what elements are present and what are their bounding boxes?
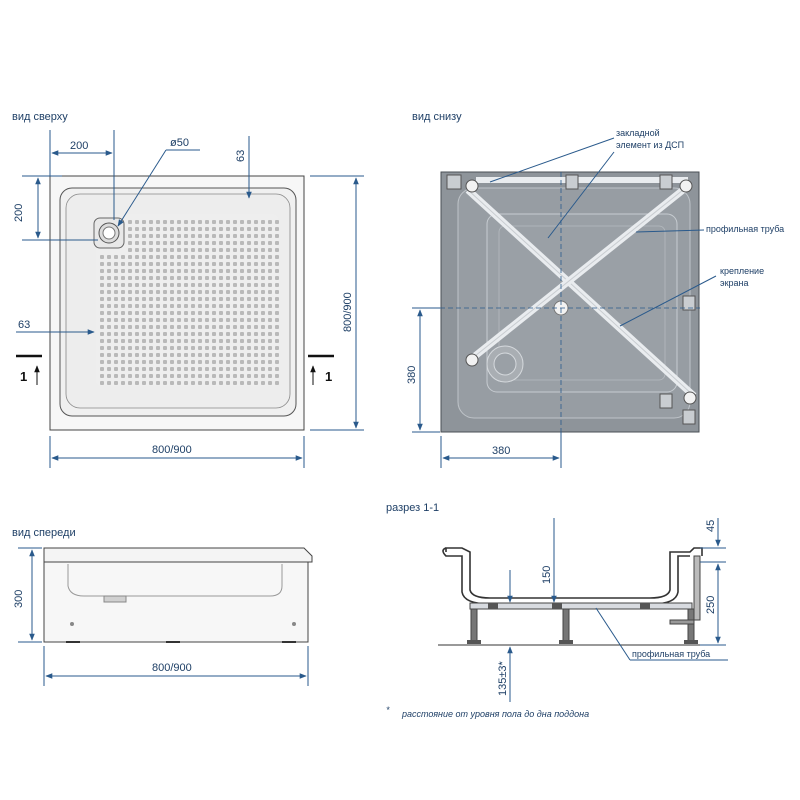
section-mark-left: 1 <box>20 369 27 384</box>
dim-drain-diameter: ø50 <box>170 137 189 149</box>
callout-mount-line2: экрана <box>720 278 749 288</box>
underside-inner <box>486 213 678 393</box>
dim-floor-135: 135±3* <box>497 660 509 696</box>
callout-profile-tube: профильная труба <box>706 224 784 234</box>
drain-hole <box>93 217 125 249</box>
dim-63-top: 63 <box>235 150 247 162</box>
footnote-text: расстояние от уровня пола до дна поддона <box>401 709 589 719</box>
dim-drain-offset-x: 200 <box>70 140 88 152</box>
section-view-title: разрез 1-1 <box>386 502 439 514</box>
section-view: разрез 1-1 45 250 <box>386 502 728 719</box>
adjustable-legs <box>467 608 698 644</box>
footnote-mark: * <box>386 705 390 715</box>
anti-slip-dots <box>100 220 279 385</box>
bottom-view: вид снизу <box>406 111 784 468</box>
profile-tube-frame <box>465 177 697 399</box>
dim-height-250: 250 <box>705 596 717 614</box>
tray-section-profile <box>445 547 703 599</box>
corner-feet <box>446 174 697 425</box>
dim-top-width: 800/900 <box>152 444 192 456</box>
section-profile-tube <box>469 602 693 610</box>
section-callout-profile-tube: профильная труба <box>632 649 710 659</box>
dim-front-height: 300 <box>13 590 25 608</box>
callout-insert-line2: элемент из ДСП <box>616 140 684 150</box>
front-view-title: вид спереди <box>12 527 76 539</box>
top-view: вид сверху 200 ø50 63 200 63 <box>12 111 364 468</box>
dim-drain-380-v: 380 <box>406 366 418 384</box>
top-view-title: вид сверху <box>12 111 68 123</box>
underside-drain <box>486 345 524 383</box>
front-panel <box>43 561 309 643</box>
dim-top-height: 800/900 <box>342 292 354 332</box>
dim-63-left: 63 <box>18 319 30 331</box>
callout-mount-line1: крепление <box>720 266 764 276</box>
front-view: вид спереди 300 800/900 <box>12 527 313 686</box>
bottom-view-title: вид снизу <box>412 111 462 123</box>
dim-depth-150: 150 <box>541 566 553 584</box>
dim-front-width: 800/900 <box>152 662 192 674</box>
dim-drain-380-h: 380 <box>492 445 510 457</box>
dim-drain-offset-y: 200 <box>13 204 25 222</box>
callout-insert-line1: закладной <box>616 128 660 138</box>
section-mark-right: 1 <box>325 369 332 384</box>
dim-rim-45: 45 <box>705 520 717 532</box>
front-rim <box>43 547 313 563</box>
